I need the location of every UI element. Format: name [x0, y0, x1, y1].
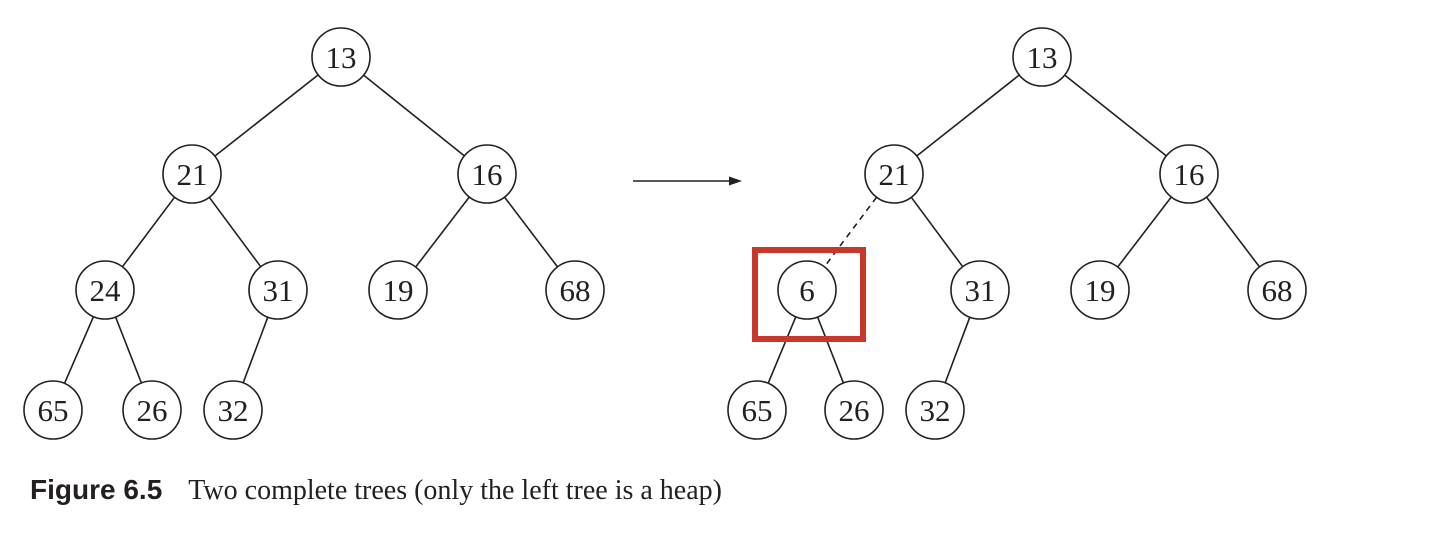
- caption-label: Figure 6.5: [30, 474, 163, 505]
- node-circle: [122, 380, 182, 440]
- node-label: 24: [90, 273, 122, 308]
- tree-edge: [415, 196, 470, 268]
- figure-caption: Figure 6.5 Two complete trees (only the l…: [30, 474, 722, 514]
- tree-edge: [114, 316, 143, 384]
- tree-node: 65: [23, 380, 83, 440]
- node-circle: [777, 260, 837, 320]
- node-circle: [162, 144, 222, 204]
- node-label: 13: [326, 40, 357, 75]
- tree-node: 65: [727, 380, 787, 440]
- figure-diagram: 13 21 16 24 31 19 68 65 26 32 13 21 16 6 31 19 68 65 26 32: [23, 27, 1307, 440]
- node-label: 16: [1174, 157, 1205, 192]
- node-circle: [248, 260, 308, 320]
- tree-node: 68: [545, 260, 605, 320]
- tree-node: 24: [75, 260, 135, 320]
- tree-node: 32: [203, 380, 263, 440]
- node-circle: [203, 380, 263, 440]
- node-circle: [368, 260, 428, 320]
- tree-edge: [816, 316, 845, 384]
- node-label: 32: [218, 393, 249, 428]
- node-label: 65: [38, 393, 69, 428]
- transform-arrow: [633, 176, 742, 186]
- node-circle: [864, 144, 924, 204]
- node-circle: [23, 380, 83, 440]
- tree-edge: [214, 74, 319, 157]
- tree-edge: [121, 196, 176, 268]
- node-label: 68: [560, 273, 591, 308]
- node-label: 21: [177, 157, 208, 192]
- node-circle: [311, 27, 371, 87]
- caption-text: Two complete trees (only the left tree i…: [188, 475, 722, 506]
- node-label: 16: [472, 157, 503, 192]
- tree-node: 26: [824, 380, 884, 440]
- node-circle: [1247, 260, 1307, 320]
- highlight-layer: [752, 247, 866, 342]
- node-circle: [1012, 27, 1072, 87]
- node-circle: [727, 380, 787, 440]
- tree-node: 26: [122, 380, 182, 440]
- tree-edge: [823, 196, 878, 268]
- node-label: 21: [879, 157, 910, 192]
- tree-node: 13: [1012, 27, 1072, 87]
- node-circle: [457, 144, 517, 204]
- node-label: 31: [263, 273, 294, 308]
- tree-edge: [503, 196, 559, 268]
- tree-node: 68: [1247, 260, 1307, 320]
- node-circle: [75, 260, 135, 320]
- node-circle: [1070, 260, 1130, 320]
- tree-edge: [63, 316, 95, 384]
- node-circle: [950, 260, 1010, 320]
- node-label: 26: [137, 393, 168, 428]
- tree-node: 21: [162, 144, 222, 204]
- tree-edge: [1205, 196, 1261, 268]
- node-circle: [545, 260, 605, 320]
- tree-node: 6: [777, 260, 837, 320]
- tree-edge: [1117, 196, 1172, 268]
- tree-node: 31: [950, 260, 1010, 320]
- node-label: 68: [1262, 273, 1293, 308]
- highlight-box: [752, 247, 866, 342]
- tree-node: 19: [1070, 260, 1130, 320]
- node-label: 32: [920, 393, 951, 428]
- tree-node: 16: [1159, 144, 1219, 204]
- tree-edge: [910, 196, 964, 268]
- nodes-layer: 13 21 16 24 31 19 68 65 26 32 13 21 16 6 31 19 68 65 26 32: [23, 27, 1307, 440]
- tree-edge: [767, 316, 797, 384]
- node-circle: [1159, 144, 1219, 204]
- node-circle: [905, 380, 965, 440]
- tree-node: 13: [311, 27, 371, 87]
- node-label: 19: [1085, 273, 1116, 308]
- tree-node: 31: [248, 260, 308, 320]
- node-label: 26: [839, 393, 870, 428]
- edges-layer: [63, 74, 1261, 384]
- tree-node: 21: [864, 144, 924, 204]
- tree-edge: [363, 74, 465, 157]
- node-label: 13: [1027, 40, 1058, 75]
- node-circle: [824, 380, 884, 440]
- tree-node: 19: [368, 260, 428, 320]
- tree-edge: [916, 74, 1020, 157]
- tree-edge: [944, 316, 971, 384]
- tree-node: 16: [457, 144, 517, 204]
- node-label: 19: [383, 273, 414, 308]
- node-label: 65: [742, 393, 773, 428]
- tree-node: 32: [905, 380, 965, 440]
- node-label: 31: [965, 273, 996, 308]
- node-label: 6: [799, 273, 815, 308]
- tree-edge: [208, 196, 262, 268]
- tree-edge: [1064, 74, 1167, 157]
- tree-edge: [242, 316, 269, 384]
